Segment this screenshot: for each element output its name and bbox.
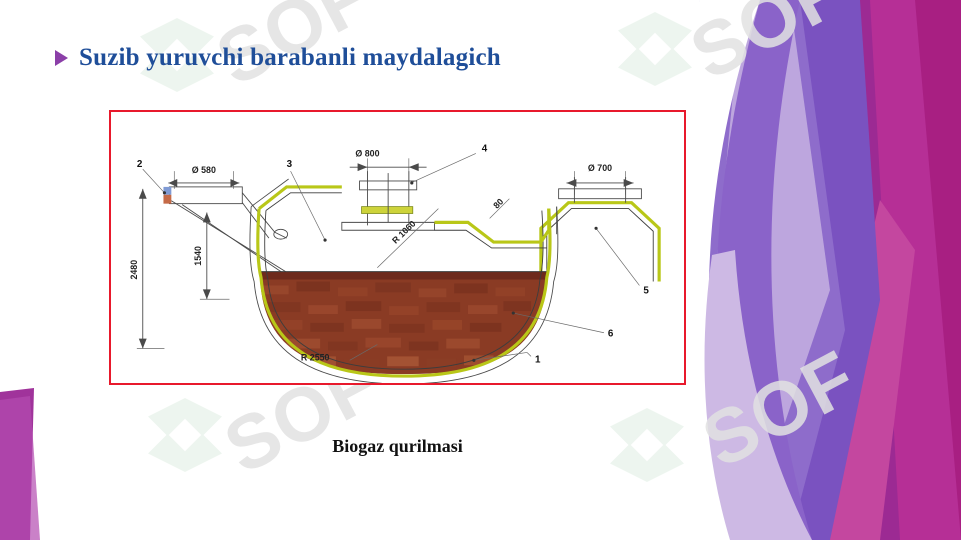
dimension-label: Ø 700 — [588, 163, 612, 173]
callout-label: 1 — [535, 354, 541, 365]
biogas-plant-diagram: Ø 800 4 Ø — [129, 143, 661, 383]
callout-3-leader: 3 — [287, 159, 327, 242]
dimension-label: 80 — [491, 196, 505, 210]
slide-title-block: Suzib yuruvchi barabanli maydalagich — [55, 44, 501, 72]
slurry-fill — [260, 271, 547, 375]
triangle-bullet-icon — [55, 50, 68, 66]
dimension-dia-580: Ø 580 — [168, 165, 240, 189]
callout-label: 3 — [287, 159, 293, 170]
dimension-label: Ø 580 — [192, 165, 216, 175]
callout-label: 5 — [643, 285, 649, 296]
digester-vessel — [249, 178, 559, 383]
dimension-thickness-80: 80 — [489, 196, 510, 219]
page-title: Suzib yuruvchi barabanli maydalagich — [79, 44, 501, 71]
gas-outlet-assembly — [341, 171, 435, 231]
dimension-label: 2480 — [129, 260, 139, 280]
callout-label: 6 — [608, 329, 614, 340]
figure-caption: Biogaz qurilmasi — [332, 436, 463, 456]
dimension-label: R 2550 — [301, 352, 330, 362]
callout-2-leader: 2 — [137, 159, 167, 195]
figure-frame: Ø 800 4 Ø — [109, 110, 686, 385]
callout-4-leader: 4 — [410, 143, 488, 185]
dimension-dia-700: Ø 700 — [566, 163, 634, 195]
outlet-dome-assembly — [539, 177, 661, 282]
callout-1-leader: 1 — [472, 352, 541, 365]
callout-6-leader: 6 — [511, 311, 614, 340]
callout-label: 2 — [137, 159, 143, 170]
dimension-label: 1540 — [193, 246, 203, 266]
dimension-radius-1060: R 1060 — [377, 208, 439, 268]
callout-label: 4 — [482, 143, 488, 154]
dimension-label: Ø 800 — [355, 148, 379, 158]
dimension-height-1540: 1540 — [193, 212, 230, 300]
dimension-height-2480: 2480 — [129, 188, 165, 349]
callout-5-leader: 5 — [594, 226, 649, 296]
inlet-pipe-assembly — [163, 186, 293, 280]
dimension-radius-2550: R 2550 — [301, 344, 378, 362]
